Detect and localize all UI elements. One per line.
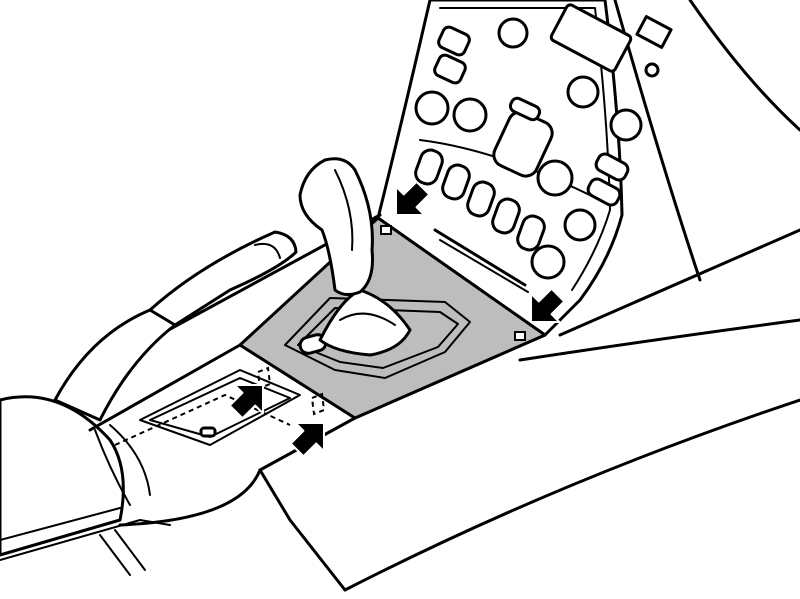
arrow-bottom-left-icon (228, 384, 264, 420)
shifter-knob (298, 157, 374, 297)
arrow-bottom-right-icon (289, 422, 325, 458)
rear-storage-area (0, 369, 301, 576)
arrow-top-left-icon (395, 180, 431, 216)
gear-shifter (298, 157, 412, 357)
center-stack-panel (376, 0, 673, 337)
direction-arrows (228, 180, 566, 458)
handbrake-lever (53, 230, 298, 422)
arrow-top-right-icon (530, 287, 566, 323)
control-buttons (414, 3, 673, 293)
